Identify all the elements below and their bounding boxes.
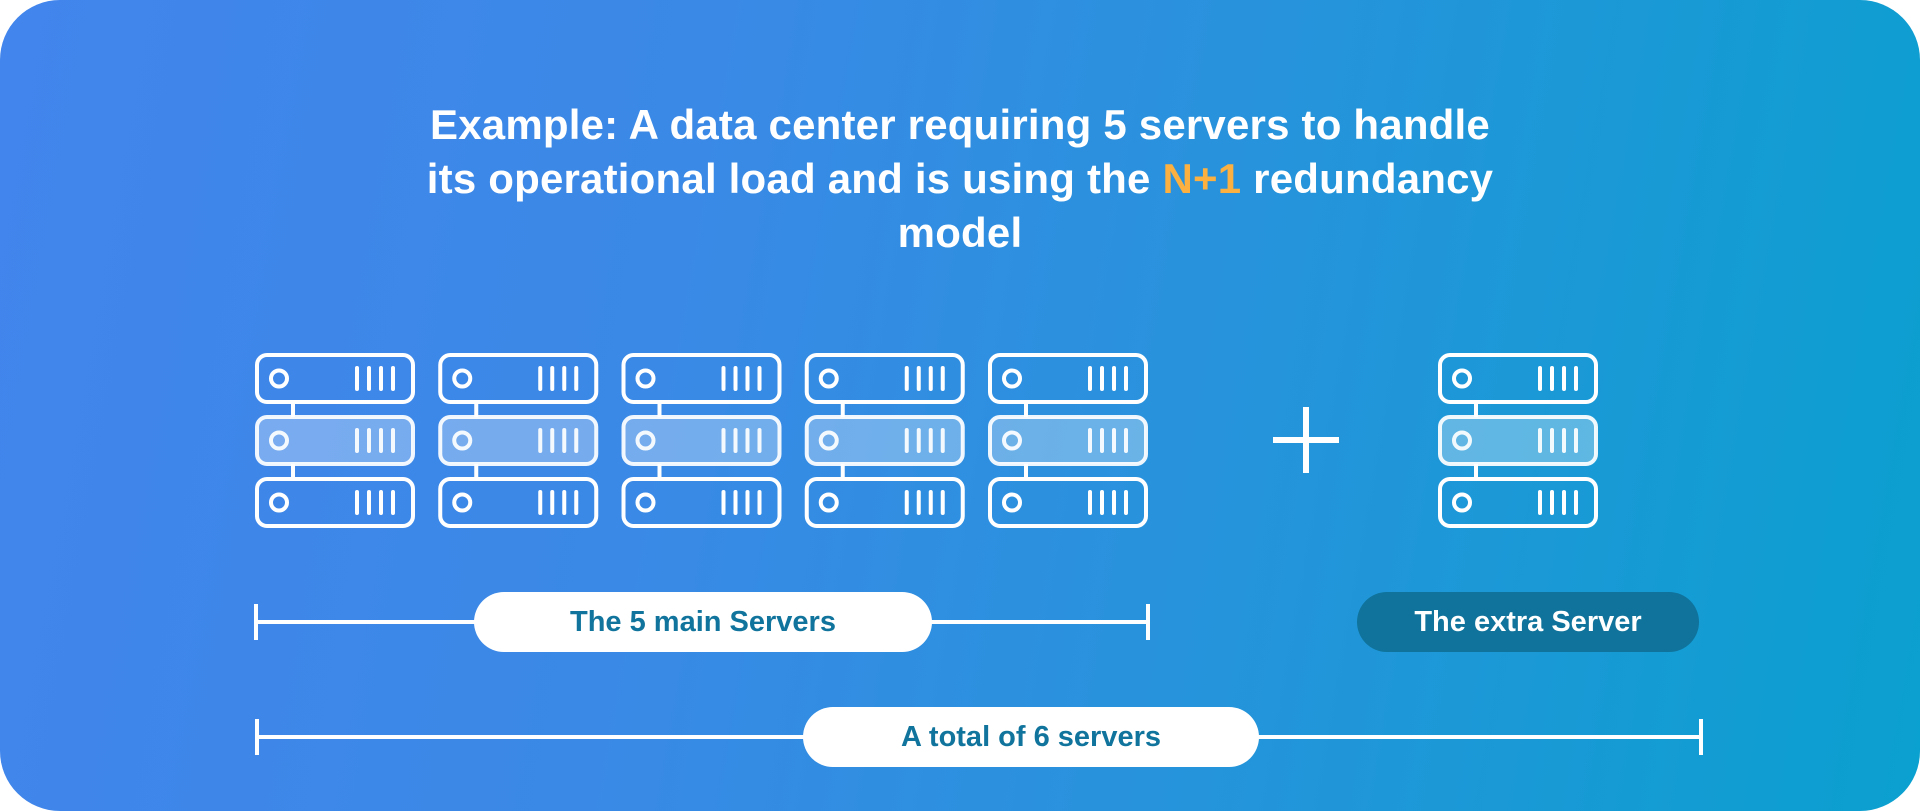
server-icon-3	[621, 353, 782, 528]
extra-server-label: The extra Server	[1357, 592, 1699, 652]
redundancy-model-highlight: N+1	[1162, 155, 1242, 202]
title-line-3: model	[897, 209, 1023, 256]
server-icon-1	[255, 353, 415, 528]
title-line-2-end: redundancy	[1253, 155, 1494, 202]
plus-icon	[1273, 407, 1339, 473]
extra-server-group	[1438, 353, 1598, 528]
extra-server-icon-1	[1438, 353, 1598, 528]
title-line-1: Example: A data center requiring 5 serve…	[430, 101, 1490, 148]
server-icon-5	[988, 353, 1148, 528]
main-servers-group	[255, 353, 1148, 528]
title-line-2: its operational load and is using the N+…	[310, 152, 1610, 206]
total-servers-label: A total of 6 servers	[803, 707, 1259, 767]
server-icon-4	[804, 353, 965, 528]
title-line-2-start: its operational load and is using the	[426, 155, 1151, 202]
diagram-title: Example: A data center requiring 5 serve…	[310, 98, 1610, 260]
main-servers-label: The 5 main Servers	[474, 592, 932, 652]
server-icon-2	[438, 353, 599, 528]
